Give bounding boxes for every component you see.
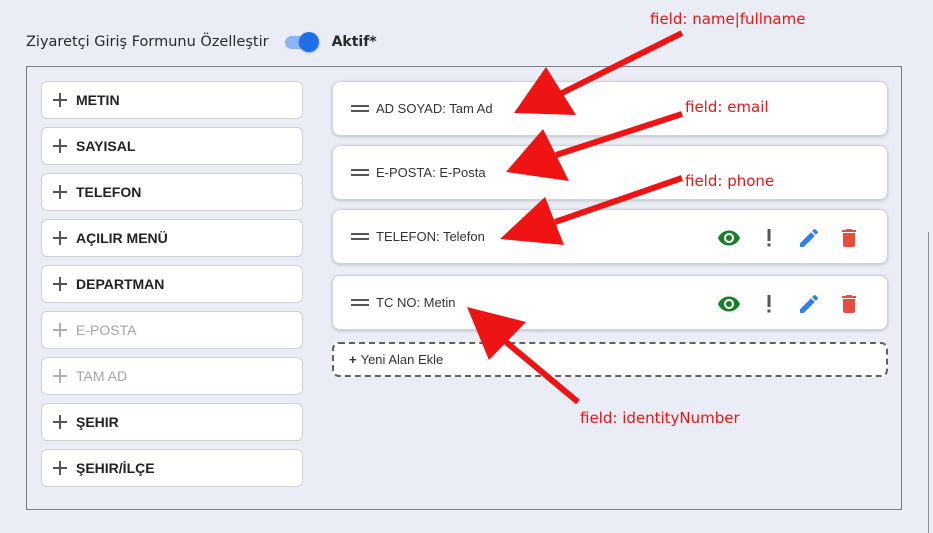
add-sehir-button[interactable]: ŞEHIR bbox=[41, 403, 303, 441]
field-type-label: AÇILIR MENÜ bbox=[76, 230, 168, 246]
toggle-knob bbox=[298, 32, 319, 52]
plus-icon bbox=[52, 92, 68, 108]
form-field-label: E-POSTA: E-Posta bbox=[376, 165, 486, 180]
plus-icon bbox=[52, 184, 68, 200]
field-type-label: TELEFON bbox=[76, 184, 142, 200]
form-field-row[interactable]: TELEFON: Telefon bbox=[332, 209, 888, 264]
form-field-row[interactable]: E-POSTA: E-Posta bbox=[332, 145, 888, 200]
annotation-phone-field: field: phone bbox=[685, 172, 775, 190]
drag-handle-icon[interactable] bbox=[351, 168, 369, 177]
form-field-label: AD SOYAD: Tam Ad bbox=[376, 101, 493, 116]
plus-icon bbox=[52, 138, 68, 154]
form-field-label: TELEFON: Telefon bbox=[376, 229, 485, 244]
field-type-label: TAM AD bbox=[76, 368, 128, 384]
drag-handle-icon[interactable] bbox=[351, 232, 369, 241]
arrow-to-email-field bbox=[506, 111, 683, 181]
field-type-label: E-POSTA bbox=[76, 322, 137, 338]
arrow-to-name-field bbox=[514, 30, 684, 115]
plus-icon bbox=[52, 414, 68, 430]
annotation-name-field: field: name|fullname bbox=[650, 10, 806, 28]
plus-icon bbox=[52, 230, 68, 246]
arrow-to-phone-field bbox=[500, 175, 683, 245]
add-telefon-button[interactable]: TELEFON bbox=[41, 173, 303, 211]
plus-icon bbox=[52, 460, 68, 476]
eye-icon[interactable] bbox=[717, 226, 741, 250]
row-actions bbox=[717, 292, 877, 316]
field-type-label: DEPARTMAN bbox=[76, 276, 165, 292]
scroll-edge bbox=[928, 232, 929, 533]
form-field-label: TC NO: Metin bbox=[376, 295, 456, 310]
add-departman-button[interactable]: DEPARTMAN bbox=[41, 265, 303, 303]
plus-icon bbox=[52, 322, 68, 338]
plus-icon bbox=[52, 368, 68, 384]
row-actions bbox=[717, 226, 877, 250]
required-icon[interactable] bbox=[757, 292, 781, 316]
field-type-label: ŞEHIR/İLÇE bbox=[76, 460, 155, 476]
add-tam-ad-button: TAM AD bbox=[41, 357, 303, 395]
arrow-to-tcno-field bbox=[467, 307, 580, 405]
add-acilir-menu-button[interactable]: AÇILIR MENÜ bbox=[41, 219, 303, 257]
form-header: Ziyaretçi Giriş Formunu Özelleştir Aktif… bbox=[26, 30, 377, 54]
required-icon[interactable] bbox=[757, 226, 781, 250]
edit-icon[interactable] bbox=[797, 226, 821, 250]
plus-icon: + bbox=[349, 352, 357, 367]
form-builder-panel: METIN SAYISAL TELEFON AÇILIR MENÜ DEPART… bbox=[26, 66, 902, 510]
plus-icon bbox=[52, 276, 68, 292]
field-type-label: METIN bbox=[76, 92, 120, 108]
page-title: Ziyaretçi Giriş Formunu Özelleştir bbox=[26, 34, 269, 50]
active-toggle[interactable] bbox=[283, 32, 319, 52]
drag-handle-icon[interactable] bbox=[351, 298, 369, 307]
status-label: Aktif* bbox=[331, 34, 377, 50]
add-e-posta-button: E-POSTA bbox=[41, 311, 303, 349]
add-sayisal-button[interactable]: SAYISAL bbox=[41, 127, 303, 165]
form-field-row[interactable]: TC NO: Metin bbox=[332, 275, 888, 330]
add-new-field-label: Yeni Alan Ekle bbox=[360, 352, 444, 367]
delete-icon[interactable] bbox=[837, 292, 861, 316]
add-new-field-button[interactable]: + Yeni Alan Ekle bbox=[332, 342, 888, 377]
add-sehir-ilce-button[interactable]: ŞEHIR/İLÇE bbox=[41, 449, 303, 487]
field-type-label: SAYISAL bbox=[76, 138, 136, 154]
field-type-label: ŞEHIR bbox=[76, 414, 119, 430]
form-field-row[interactable]: AD SOYAD: Tam Ad bbox=[332, 81, 888, 136]
annotation-email-field: field: email bbox=[685, 98, 769, 116]
add-metin-button[interactable]: METIN bbox=[41, 81, 303, 119]
eye-icon[interactable] bbox=[717, 292, 741, 316]
drag-handle-icon[interactable] bbox=[351, 104, 369, 113]
edit-icon[interactable] bbox=[797, 292, 821, 316]
delete-icon[interactable] bbox=[837, 226, 861, 250]
annotation-identity-field: field: identityNumber bbox=[580, 409, 740, 427]
